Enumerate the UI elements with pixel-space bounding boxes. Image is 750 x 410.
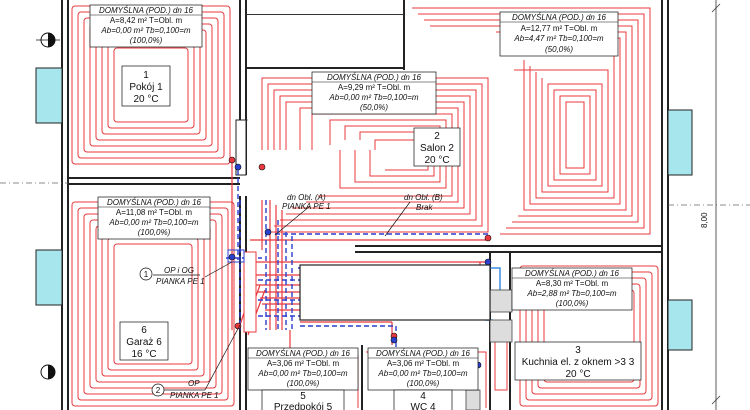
room-name: WC 4 <box>411 402 436 410</box>
zone-header: DOMYŚLNA (POD.) dn 16 <box>512 13 607 22</box>
annotation-pianka-2: PIANKA PE 1 <box>170 391 219 400</box>
room-number: 4 <box>420 391 426 402</box>
annotation-op: 2 OP PIANKA PE 1 <box>151 379 219 400</box>
room-number: 6 <box>141 325 147 336</box>
zone-pct: (100,0%) <box>407 379 440 388</box>
room-name: Salon 2 <box>420 143 454 154</box>
north-marker-icon <box>36 32 60 48</box>
room-temp: 20 °C <box>565 369 590 380</box>
north-marker-icon-2 <box>40 364 56 380</box>
manifold-box <box>243 251 257 333</box>
zone-ab: Ab=0,00 m² Tb=0,100=m <box>377 369 468 378</box>
zone-header: DOMYŚLNA (POD.) dn 16 <box>525 269 620 278</box>
room-number: 3 <box>575 345 581 356</box>
room-label-garaz6: 6 Garaż 6 16 °C <box>119 321 169 361</box>
leader-lines <box>153 201 411 391</box>
room-name: Przedpokój 5 <box>274 402 333 410</box>
room-name: Kuchnia el. z oknem >3 3 <box>522 357 635 368</box>
room-number: 2 <box>434 131 440 142</box>
manifold-blue-pipes <box>226 170 490 350</box>
zone-area: A=3,06 m² T=Obl. m <box>387 359 460 368</box>
manifold-box-inner <box>227 249 245 263</box>
zone-pct: (100,0%) <box>287 379 320 388</box>
annotation-dn-b-text: dn Obl. (B) <box>404 193 443 202</box>
dimension-label: 8,00 <box>700 212 709 228</box>
annotation-dn-a-text: dn Obl. (A) <box>287 193 326 202</box>
zone-pct: (100,0%) <box>556 299 589 308</box>
zone-ab: Ab=0,00 m² Tb=0,100=m <box>328 93 419 102</box>
zone-ab: Ab=2,88 m² Tb=0,100=m <box>526 289 617 298</box>
zone-info-salon2: DOMYŚLNA (POD.) dn 16 A=9,29 m² T=Obl. m… <box>311 71 437 115</box>
room-temp: 20 °C <box>133 94 158 105</box>
column-block <box>235 119 247 176</box>
room-label-wc4: 4 WC 4 <box>393 389 453 410</box>
zone-header: DOMYŚLNA (POD.) dn 16 <box>99 6 194 15</box>
zone-ab: Ab=0,00 m² Tb=0,100=m <box>100 26 191 35</box>
wall-block <box>246 14 404 15</box>
zone-info-przedpokoj5: DOMYŚLNA (POD.) dn 16 A=3,06 m² T=Obl. m… <box>247 347 359 391</box>
zone-pct: (50,0%) <box>545 45 573 54</box>
zone-info-kuchnia3: DOMYŚLNA (POD.) dn 16 A=8,30 m² T=Obl. m… <box>511 267 633 311</box>
room-label-przedpokoj5: 5 Przedpokój 5 <box>261 389 345 410</box>
kitchen-cabinets <box>465 289 513 410</box>
zone-area: A=8,42 m² T=Obl. m <box>110 16 183 25</box>
annotation-op-og: 1 OP i OG PIANKA PE 1 <box>139 266 205 286</box>
annotation-pianka-a: PIANKA PE 1 <box>282 202 331 211</box>
zone-area: A=3,06 m² T=Obl. m <box>267 359 340 368</box>
room-label-pokoj1: 1 Pokój 1 20 °C <box>121 65 171 107</box>
zone-ab: Ab=4,47 m² Tb=0,100=m <box>513 34 604 43</box>
zone-header: DOMYŚLNA (POD.) dn 16 <box>107 198 202 207</box>
room-temp: 20 °C <box>424 155 449 166</box>
room-name: Pokój 1 <box>129 82 163 93</box>
zone-header: DOMYŚLNA (POD.) dn 16 <box>256 349 351 358</box>
zone-info-salon-right: DOMYŚLNA (POD.) dn 16 A=12,77 m² T=Obl. … <box>499 11 619 57</box>
zone-header: DOMYŚLNA (POD.) dn 16 <box>376 349 471 358</box>
room-label-kuchnia3: 3 Kuchnia el. z oknem >3 3 20 °C <box>514 341 642 381</box>
zone-pct: (100,0%) <box>130 36 163 45</box>
zone-ab: Ab=0,00 m² Tb=0,100=m <box>108 218 199 227</box>
zone-ab: Ab=0,00 m² Tb=0,100=m <box>257 369 348 378</box>
room-name: Garaż 6 <box>126 337 162 348</box>
zone-info-wc4: DOMYŚLNA (POD.) dn 16 A=3,06 m² T=Obl. m… <box>367 347 479 391</box>
annotation-dn-b: dn Obl. (B) Brak <box>404 193 443 212</box>
annotation-op-og-text: OP i OG <box>164 266 194 275</box>
annotation-brak: Brak <box>416 203 433 212</box>
wc-fixture <box>299 264 491 321</box>
heating-loop-salon2 <box>261 77 489 233</box>
pipe-connection-nodes <box>228 156 492 369</box>
zone-info-pokoj1: DOMYŚLNA (POD.) dn 16 A=8,42 m² T=Obl. m… <box>89 4 203 48</box>
zone-area: A=12,77 m² T=Obl. m <box>521 24 598 33</box>
room-number: 1 <box>143 70 149 81</box>
zone-area: A=8,30 m² T=Obl. m <box>536 279 609 288</box>
annotation-op-og-num: 1 <box>144 270 149 279</box>
annotation-pianka-1: PIANKA PE 1 <box>156 277 205 286</box>
annotation-op-num: 2 <box>156 386 161 395</box>
zone-area: A=11,08 m² T=Obl. m <box>116 208 193 217</box>
zone-info-garaz6: DOMYŚLNA (POD.) dn 16 A=11,08 m² T=Obl. … <box>97 196 211 240</box>
dimension-line <box>711 0 721 410</box>
annotation-op-text: OP <box>188 379 200 388</box>
windows <box>35 67 693 351</box>
room-label-salon2: 2 Salon 2 20 °C <box>413 127 461 167</box>
zone-pct: (100,0%) <box>138 228 171 237</box>
annotation-dn-a: dn Obl. (A) PIANKA PE 1 <box>282 193 331 211</box>
zone-pct: (50,0%) <box>360 103 388 112</box>
room-number: 5 <box>300 391 306 402</box>
room-temp: 16 °C <box>131 349 156 360</box>
zone-header: DOMYŚLNA (POD.) dn 16 <box>327 73 422 82</box>
zone-area: A=9,29 m² T=Obl. m <box>338 83 411 92</box>
